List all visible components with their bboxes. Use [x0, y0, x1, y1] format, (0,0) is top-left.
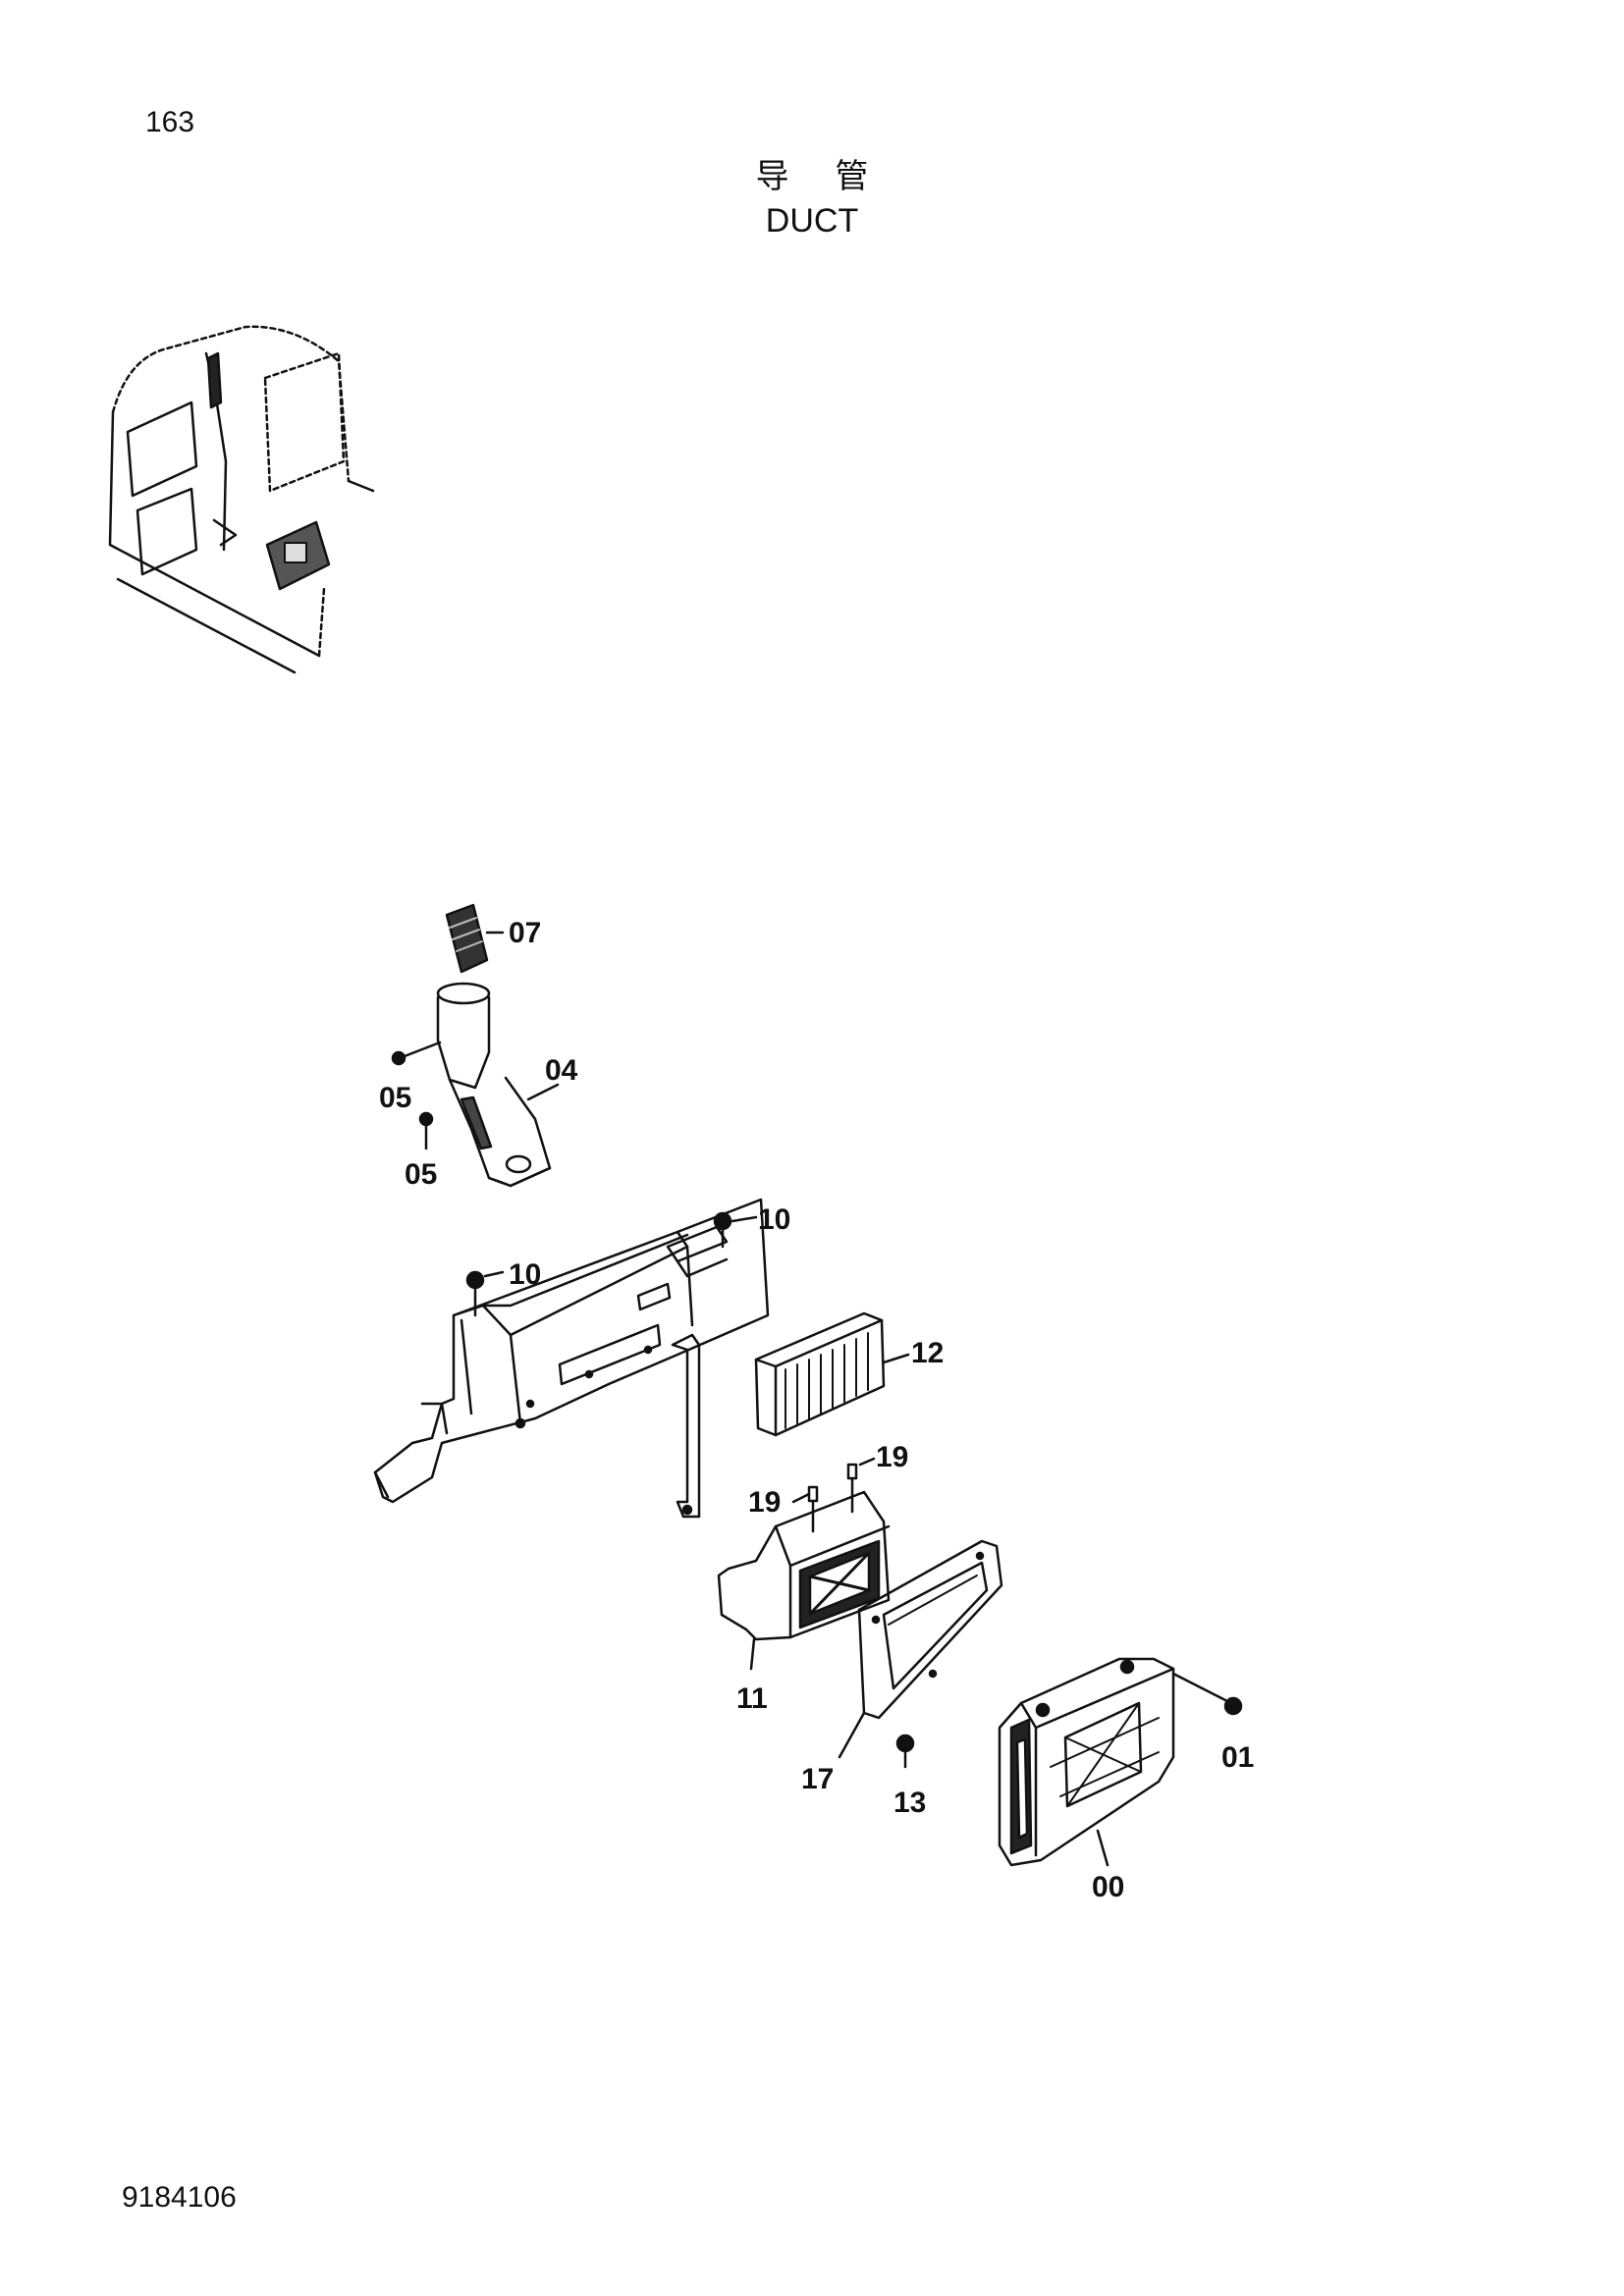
callout-17: 17 [801, 1763, 834, 1795]
callout-01: 01 [1221, 1741, 1254, 1774]
callout-05-upper: 05 [379, 1082, 411, 1114]
callout-13: 13 [893, 1787, 926, 1819]
part-19-pins [791, 1457, 876, 1533]
part-05-screws [391, 1041, 442, 1150]
part-17-gasket [838, 1539, 1003, 1759]
callout-12: 12 [911, 1337, 944, 1369]
callout-00: 00 [1092, 1871, 1124, 1903]
page-number: 163 [145, 106, 195, 138]
duct-highlight [265, 520, 331, 591]
part-12-filter [754, 1311, 910, 1437]
cab-location-thumbnail [108, 325, 375, 674]
part-11-housing [717, 1490, 891, 1671]
callout-04: 04 [545, 1054, 578, 1087]
callout-11: 11 [736, 1682, 768, 1715]
part-00-cover [998, 1657, 1175, 1867]
diagram-title-chinese: 导 管 [755, 157, 887, 196]
callout-05-lower: 05 [405, 1158, 437, 1191]
part-13-screw [895, 1734, 915, 1769]
part-04-duct [436, 982, 560, 1188]
callout-10-left: 10 [509, 1258, 541, 1291]
main-duct-frame [373, 1198, 770, 1519]
part-01-screw [1171, 1672, 1243, 1716]
callout-19-right: 19 [876, 1441, 908, 1473]
part-07-louver [445, 903, 505, 974]
callout-07: 07 [509, 917, 541, 949]
callout-19-left: 19 [748, 1486, 781, 1519]
diagram-title-english: DUCT [765, 202, 859, 240]
callout-10-right: 10 [758, 1203, 790, 1236]
part-10-bolts [465, 1211, 758, 1317]
document-id: 9184106 [122, 2181, 237, 2214]
